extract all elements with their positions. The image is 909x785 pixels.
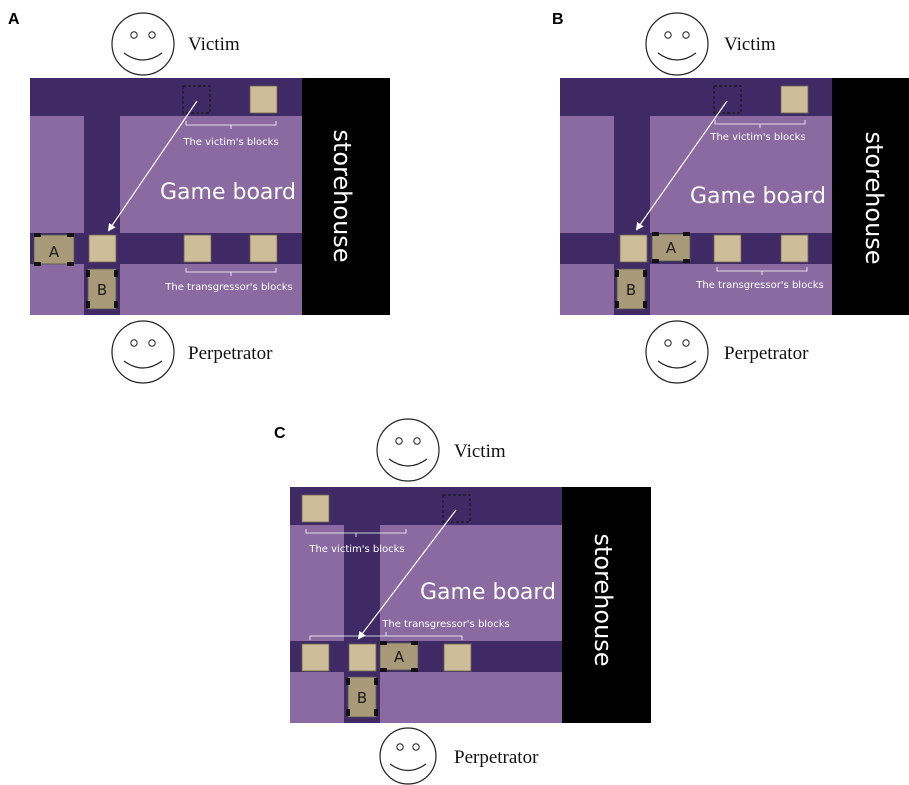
victim-face-icon: [111, 12, 175, 76]
perpetrator-label: Perpetrator: [188, 343, 273, 364]
panel-c: C Victim Game board storehouse The victi…: [274, 418, 651, 785]
move-arrow: [635, 100, 728, 231]
moved-block: [88, 234, 117, 263]
victim-label: Victim: [454, 441, 506, 462]
transgressor-blocks-label: The transgressor's blocks: [381, 619, 509, 630]
moved-block: [348, 643, 377, 672]
moved-block: [619, 234, 648, 263]
robot-b: [346, 676, 378, 718]
victim-face-icon: [645, 12, 709, 76]
storehouse: [302, 78, 390, 315]
board-label: Game board: [690, 184, 826, 209]
perpetrator-face-icon: [645, 320, 709, 384]
victim-blocks-bracket: [185, 121, 277, 129]
victim-blocks-label: The victim's blocks: [709, 132, 805, 143]
transgressor-block: [443, 643, 472, 672]
victim-block: [301, 494, 330, 523]
empty-block-slot: [442, 494, 471, 523]
board-label: Game board: [420, 580, 556, 605]
board-label: Game board: [160, 180, 296, 205]
transgressor-blocks-label: The transgressor's blocks: [164, 282, 292, 293]
storehouse-label: storehouse: [860, 131, 888, 264]
transgressor-block: [183, 234, 212, 263]
transgressor-block: [249, 234, 278, 263]
robot-b-label: B: [357, 689, 367, 707]
victim-block: [249, 85, 278, 114]
robot-a-label: A: [49, 243, 60, 261]
robot-a: [651, 232, 691, 263]
transgressor-block: [301, 643, 330, 672]
panel-letter: A: [8, 11, 20, 28]
victim-blocks-label: The victim's blocks: [308, 544, 404, 555]
robot-b: [615, 268, 647, 310]
victim-blocks-bracket: [714, 120, 806, 128]
victim-face-icon: [376, 418, 440, 482]
storehouse: [562, 487, 651, 723]
victim-block: [780, 85, 809, 114]
move-arrow: [107, 100, 198, 232]
move-arrow: [357, 509, 457, 640]
storehouse: [832, 78, 909, 315]
perpetrator-label: Perpetrator: [724, 343, 809, 364]
panel-b: B Victim Game board storehouse The victi…: [552, 11, 909, 384]
game-board: [290, 487, 651, 723]
victim-label: Victim: [724, 34, 776, 55]
perpetrator-face-icon: [379, 727, 437, 785]
empty-block-slot: [713, 85, 742, 114]
panel-letter: C: [274, 425, 286, 442]
panel-a: A Victim Game board storehouse The victi…: [8, 11, 390, 384]
empty-block-slot: [182, 85, 211, 114]
robot-a: [33, 233, 75, 266]
robot-a-label: A: [666, 239, 677, 257]
storehouse-label: storehouse: [328, 129, 356, 262]
transgressor-blocks-bracket: [309, 632, 463, 640]
robot-a: [379, 641, 419, 672]
victim-blocks-label: The victim's blocks: [182, 137, 278, 148]
victim-blocks-bracket: [305, 529, 407, 537]
robot-b: [86, 268, 118, 310]
perpetrator-label: Perpetrator: [454, 747, 539, 768]
robot-b-label: B: [626, 281, 636, 299]
transgressor-blocks-bracket: [716, 267, 808, 275]
perpetrator-face-icon: [111, 320, 175, 384]
panel-letter: B: [552, 11, 564, 28]
storehouse-label: storehouse: [589, 533, 617, 666]
transgressor-blocks-label: The transgressor's blocks: [695, 280, 823, 291]
transgressor-block: [780, 234, 809, 263]
transgressor-blocks-bracket: [185, 268, 277, 276]
victim-label: Victim: [188, 34, 240, 55]
transgressor-block: [713, 234, 742, 263]
robot-b-label: B: [97, 281, 107, 299]
robot-a-label: A: [394, 648, 405, 666]
